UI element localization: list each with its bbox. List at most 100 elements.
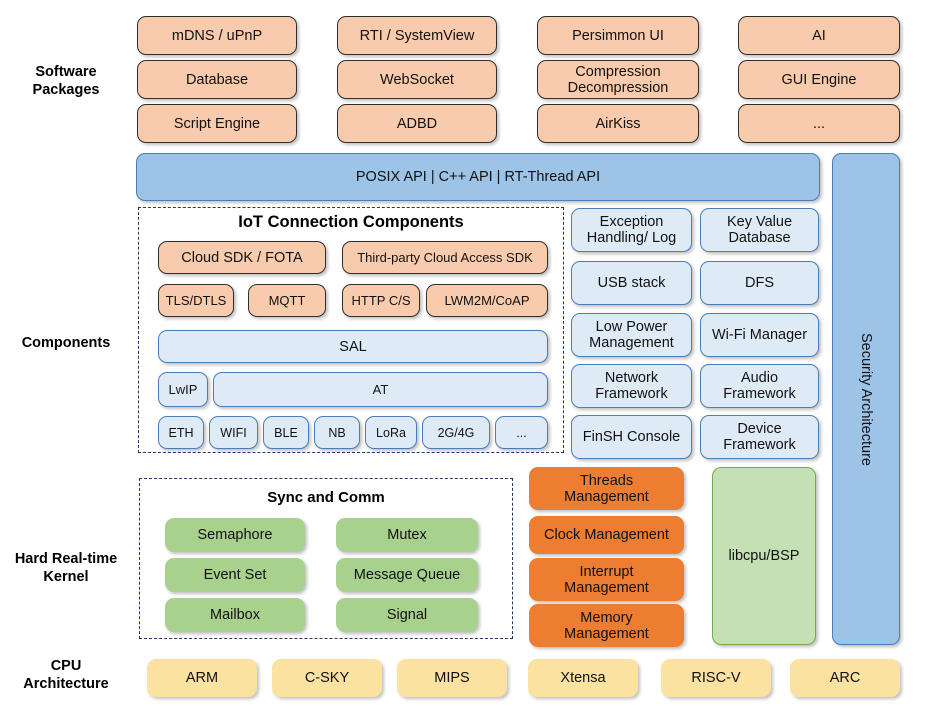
iot-box-lora[interactable]: LoRa [365, 416, 417, 449]
iot-label: LWM2M/CoAP [444, 293, 530, 308]
row-label-kernel-line1: Hard Real-time [14, 551, 118, 567]
component-box-usb-stack[interactable]: USB stack [571, 261, 692, 305]
package-box-persimmon-ui[interactable]: Persimmon UI [537, 16, 699, 55]
kernel-label-line1: Interrupt [579, 563, 634, 580]
iot-box-lwip[interactable]: LwIP [158, 372, 208, 407]
iot-label: Cloud SDK / FOTA [181, 249, 303, 266]
iot-box-eth[interactable]: ETH [158, 416, 204, 449]
row-label-cpu-line1: CPU [50, 658, 82, 674]
component-box-finsh-console[interactable]: FinSH Console [571, 415, 692, 459]
iot-label: Third-party Cloud Access SDK [357, 250, 533, 265]
cpu-label: ARM [185, 670, 219, 686]
iot-box-http-cs[interactable]: HTTP C/S [342, 284, 420, 317]
iot-box-ble[interactable]: BLE [263, 416, 309, 449]
iot-connection-components-group [138, 207, 564, 453]
kernel-box-event-set[interactable]: Event Set [165, 558, 305, 592]
api-bar[interactable]: POSIX API | C++ API | RT-Thread API [136, 153, 820, 201]
kernel-box-message-queue[interactable]: Message Queue [336, 558, 478, 592]
kernel-box-signal[interactable]: Signal [336, 598, 478, 632]
cpu-box-xtensa[interactable]: Xtensa [528, 659, 638, 697]
component-label-line2: Framework [723, 437, 796, 453]
component-label-line1: Key Value [726, 214, 793, 230]
kernel-label: Signal [386, 607, 428, 623]
cpu-label: MIPS [434, 670, 470, 686]
row-label-kernel-line2: Kernel [43, 569, 89, 585]
iot-box-lwm2m-coap[interactable]: LWM2M/CoAP [426, 284, 548, 317]
row-label-kernel: Hard Real-time Kernel [0, 550, 132, 586]
iot-box-at[interactable]: AT [213, 372, 548, 407]
iot-box-wifi[interactable]: WIFI [209, 416, 258, 449]
row-label-software-packages-line2: Packages [32, 82, 100, 98]
iot-group-title: IoT Connection Components [238, 213, 464, 231]
component-label-line1: Network [604, 370, 659, 386]
iot-box-mqtt[interactable]: MQTT [248, 284, 326, 317]
package-box-gui-engine[interactable]: GUI Engine [738, 60, 900, 99]
cpu-box-arc[interactable]: ARC [790, 659, 900, 697]
package-box-airkiss[interactable]: AirKiss [537, 104, 699, 143]
kernel-label: Clock Management [544, 527, 669, 543]
component-label-line1: Audio [740, 370, 779, 386]
package-box-mdns-upnp[interactable]: mDNS / uPnP [137, 16, 297, 55]
cpu-label: RISC-V [691, 670, 741, 686]
cpu-box-mips[interactable]: MIPS [397, 659, 507, 697]
cpu-label: ARC [829, 670, 861, 686]
iot-label: MQTT [268, 293, 306, 308]
package-box-script-engine[interactable]: Script Engine [137, 104, 297, 143]
kernel-box-mutex[interactable]: Mutex [336, 518, 478, 552]
component-box-wifi-manager[interactable]: Wi-Fi Manager [700, 313, 819, 357]
kernel-label-line2: Management [564, 625, 649, 642]
iot-box-third-party-cloud-access-sdk[interactable]: Third-party Cloud Access SDK [342, 241, 548, 274]
kernel-label: Semaphore [197, 527, 273, 543]
package-box-database[interactable]: Database [137, 60, 297, 99]
component-box-dfs[interactable]: DFS [700, 261, 819, 305]
kernel-box-clock-management[interactable]: Clock Management [529, 516, 684, 554]
cpu-box-risc-v[interactable]: RISC-V [661, 659, 771, 697]
iot-label: WIFI [220, 425, 247, 440]
iot-box-sal[interactable]: SAL [158, 330, 548, 363]
row-label-software-packages: Software Packages [0, 63, 132, 99]
iot-box-tls-dtls[interactable]: TLS/DTLS [158, 284, 234, 317]
iot-label: 2G/4G [437, 425, 475, 440]
iot-box-cloud-sdk-fota[interactable]: Cloud SDK / FOTA [158, 241, 326, 274]
package-label-line2: Decompression [567, 79, 669, 96]
row-label-components-text: Components [21, 335, 111, 351]
cpu-box-arm[interactable]: ARM [147, 659, 257, 697]
package-box-compression-decompression[interactable]: Compression Decompression [537, 60, 699, 99]
component-label-line2: Database [728, 230, 791, 246]
kernel-label-line1: Memory [580, 609, 633, 626]
package-box-rti-systemview[interactable]: RTI / SystemView [337, 16, 497, 55]
kernel-label: Mailbox [210, 607, 260, 623]
package-box-more[interactable]: ... [738, 104, 900, 143]
kernel-box-semaphore[interactable]: Semaphore [165, 518, 305, 552]
libcpu-label: libcpu/BSP [728, 548, 800, 564]
kernel-label-line2: Management [564, 579, 649, 596]
iot-box-2g-4g[interactable]: 2G/4G [422, 416, 490, 449]
component-label: DFS [745, 275, 774, 291]
kernel-label: Message Queue [353, 567, 461, 583]
iot-label: HTTP C/S [351, 293, 411, 308]
iot-label: ... [516, 425, 527, 440]
iot-label: AT [372, 382, 389, 397]
component-label-line1: Low Power [595, 319, 668, 335]
component-label-line2: Framework [595, 386, 668, 402]
kernel-box-mailbox[interactable]: Mailbox [165, 598, 305, 632]
cpu-box-c-sky[interactable]: C-SKY [272, 659, 382, 697]
iot-box-nb[interactable]: NB [314, 416, 360, 449]
package-label: GUI Engine [781, 71, 857, 88]
security-architecture-column[interactable]: Security Architecture [832, 153, 900, 645]
kernel-box-libcpu-bsp[interactable]: libcpu/BSP [712, 467, 816, 645]
package-box-websocket[interactable]: WebSocket [337, 60, 497, 99]
package-box-adbd[interactable]: ADBD [337, 104, 497, 143]
package-box-ai[interactable]: AI [738, 16, 900, 55]
iot-box-more[interactable]: ... [495, 416, 548, 449]
component-label-line2: Framework [723, 386, 796, 402]
